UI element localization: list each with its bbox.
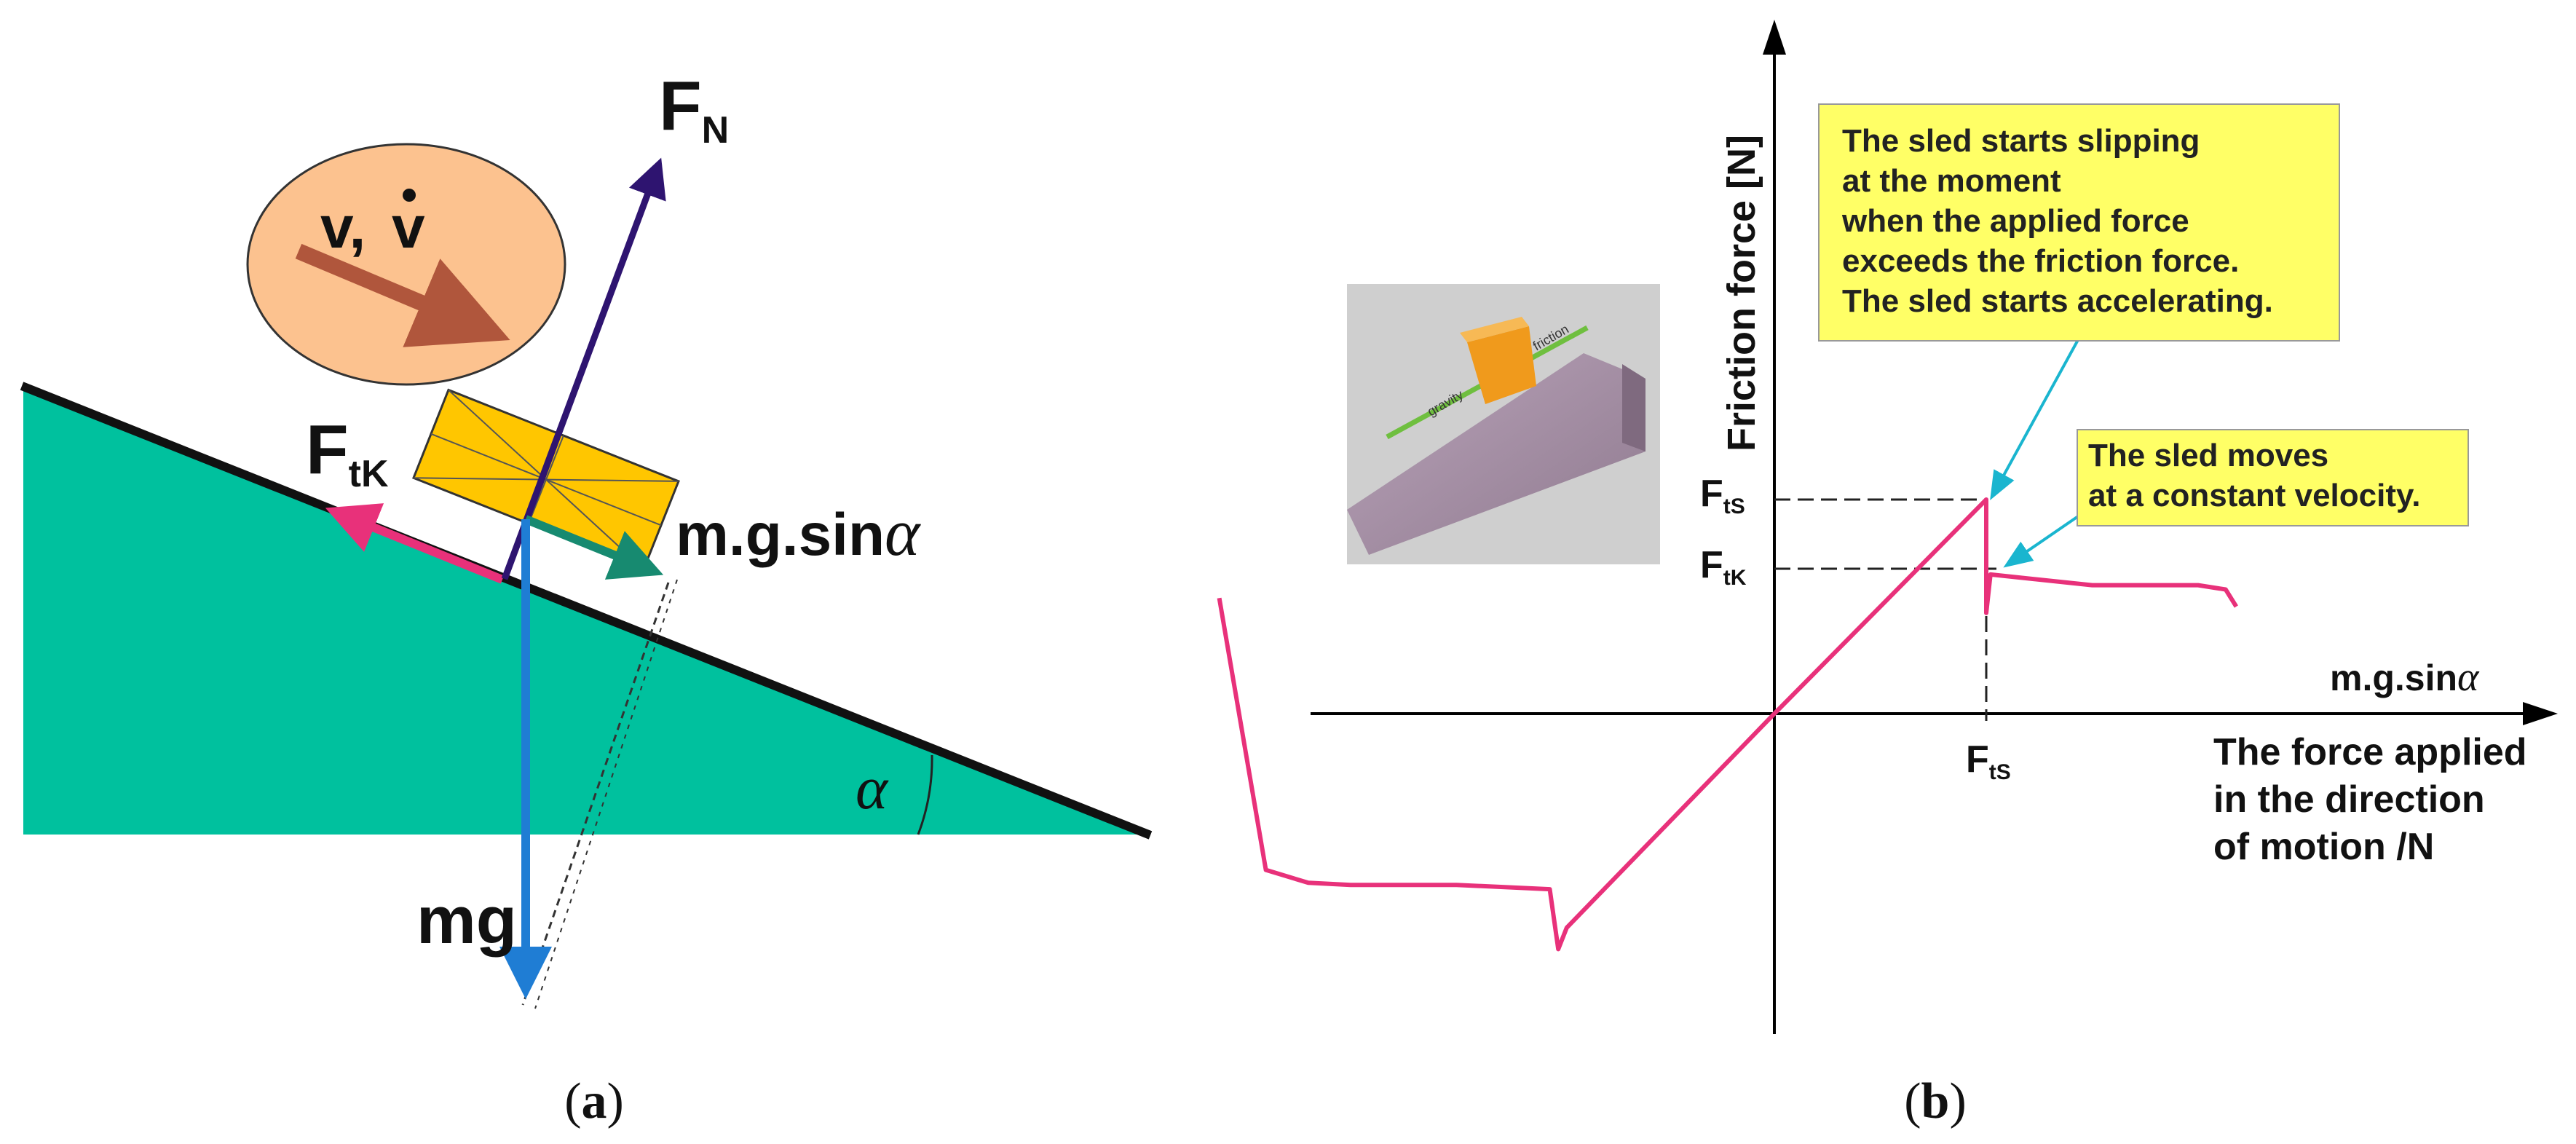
time-derivative-dot xyxy=(403,189,416,202)
panel-b-caption: (b) xyxy=(1904,1073,1967,1129)
incline-surface xyxy=(20,382,1153,840)
callout-slip-line: at the moment xyxy=(1842,163,2061,199)
normal-force-arrow xyxy=(501,157,666,580)
inset-sled-image: gravity friction xyxy=(1347,284,1660,564)
velocity-bubble: v, v xyxy=(246,143,566,386)
svg-text:The force applied in the: The force applied in the direction of mo… xyxy=(2213,731,2537,868)
x-axis-description-line: of motion /N xyxy=(2213,826,2434,868)
parallel-component-label: m.g.sinα xyxy=(676,495,921,569)
friction-curve xyxy=(1217,497,2238,952)
callout-slip-line: The sled starts accelerating. xyxy=(1842,283,2273,319)
callout-constant: The sled moves at a constant velocity. xyxy=(2003,429,2469,568)
x-tick-static-friction: FtS xyxy=(1966,738,2011,784)
callout-slip-line: when the applied force xyxy=(1841,203,2189,239)
callout-slip: The sled starts slipping at the moment w… xyxy=(1818,103,2340,501)
inset-block xyxy=(1467,326,1536,404)
friction-force-label: FtK xyxy=(306,411,389,495)
weight-label: mg xyxy=(416,883,517,958)
velocity-label: v, xyxy=(320,194,366,261)
parallel-component-arrow xyxy=(524,515,664,580)
sliding-block xyxy=(412,388,680,571)
friction-force-arrow xyxy=(325,503,505,584)
y-tick-static-friction: FtS xyxy=(1700,473,1745,518)
svg-text:The sled starts slipping: The sled starts slipping at the moment w… xyxy=(1841,123,2273,319)
y-tick-kinetic-friction: FtK xyxy=(1700,544,1747,590)
construction-line xyxy=(534,579,678,1009)
panel-a-caption: (a) xyxy=(564,1073,624,1129)
callout-slip-pointer xyxy=(1990,338,2080,501)
angle-arc xyxy=(917,754,933,835)
x-axis-description-line: The force applied xyxy=(2213,731,2527,773)
callout-slip-line: exceeds the friction force. xyxy=(1842,243,2239,279)
x-axis-description-line: in the direction xyxy=(2213,778,2485,821)
velocity-arrow xyxy=(295,243,510,347)
inset-ramp xyxy=(1347,353,1645,555)
velocity-dot-label: v xyxy=(392,194,425,261)
panel-b: gravity friction The sled starts slippin… xyxy=(1217,20,2558,1129)
normal-force-label: FN xyxy=(659,67,729,151)
callout-constant-pointer xyxy=(2003,512,2084,568)
callout-constant-line: The sled moves xyxy=(2088,438,2328,473)
y-axis-label: Friction force [N] xyxy=(1720,135,1763,451)
x-axis-label: m.g.sinα xyxy=(2330,655,2480,700)
construction-line xyxy=(521,582,670,1006)
panel-a: α v, v FN xyxy=(20,67,1153,1129)
svg-text:The sled moves at a co: The sled moves at a constant velocity. xyxy=(2088,438,2420,513)
angle-label: α xyxy=(856,754,889,822)
callout-constant-line: at a constant velocity. xyxy=(2088,478,2420,513)
callout-slip-line: The sled starts slipping xyxy=(1842,123,2200,159)
